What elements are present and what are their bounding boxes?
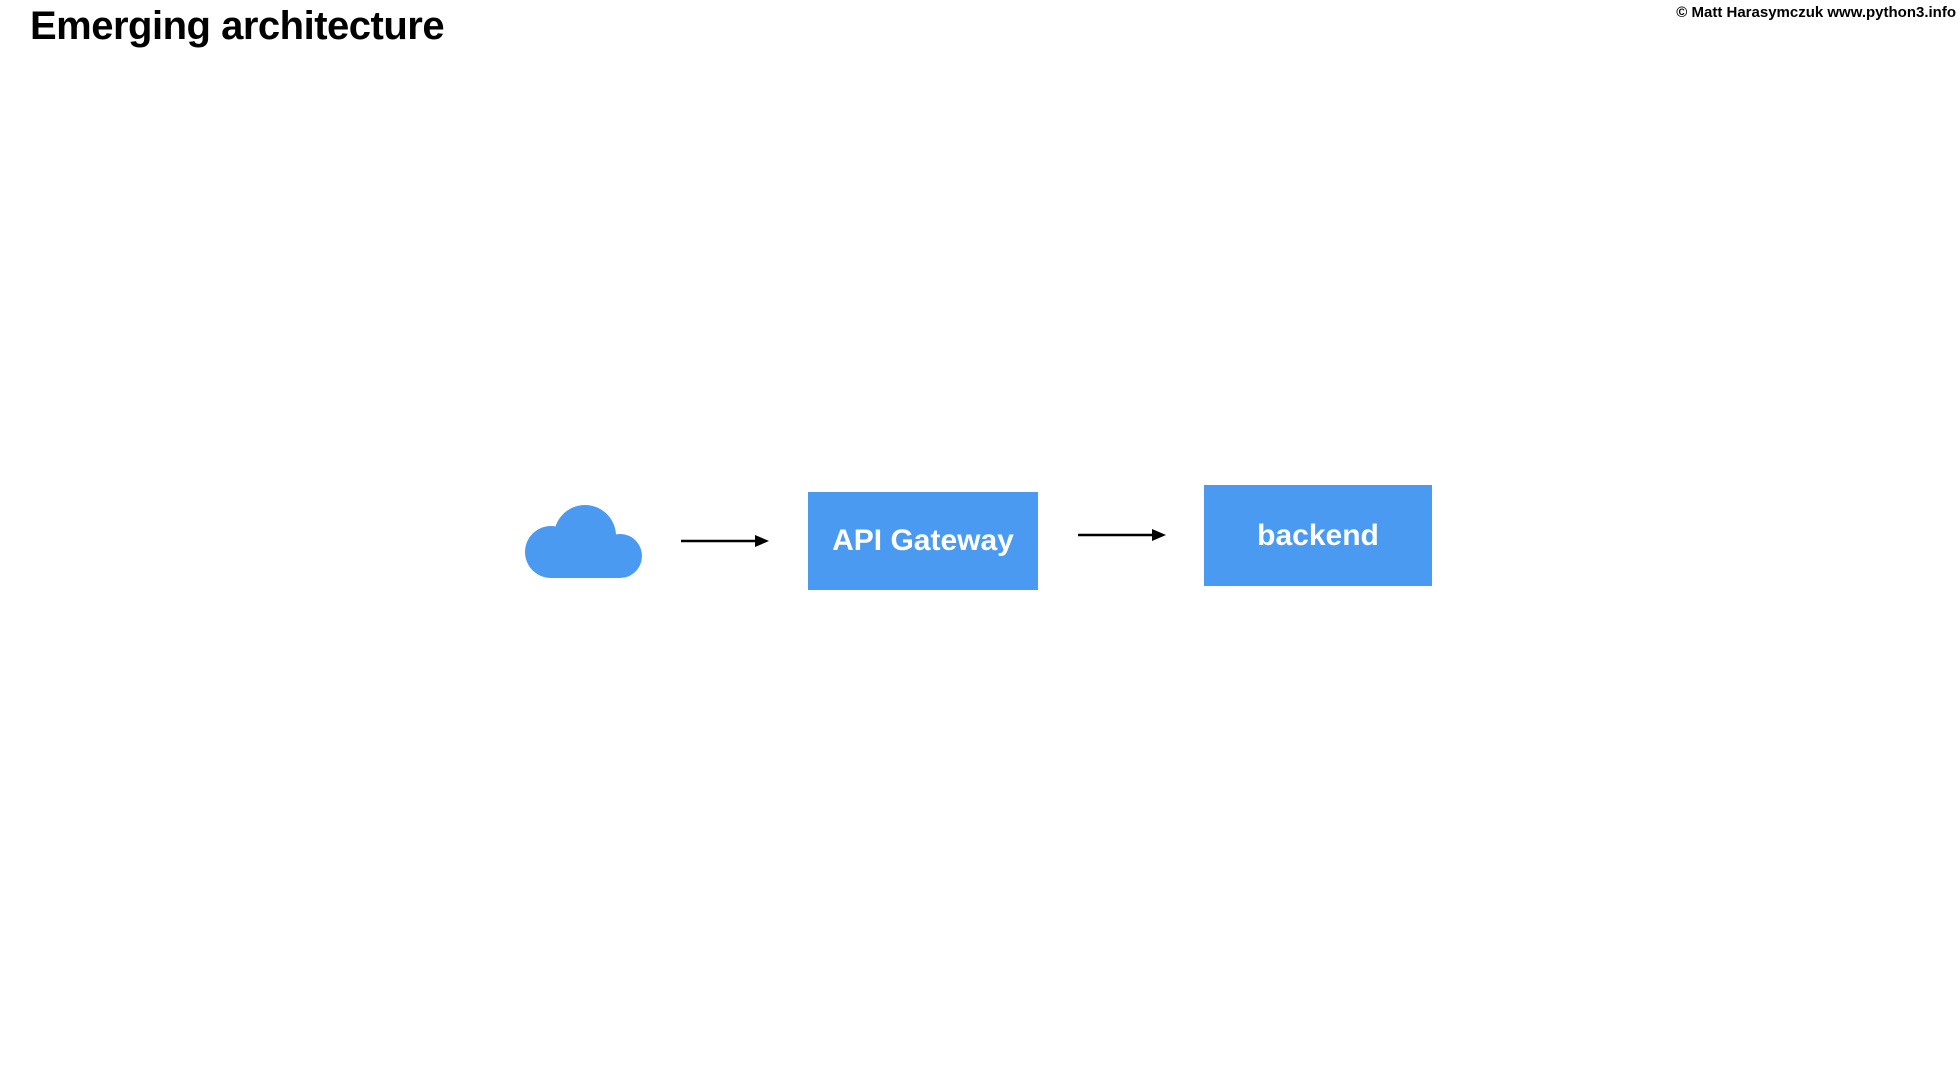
node-api-gateway: API Gateway [808,492,1038,590]
node-backend: backend [1204,485,1432,586]
node-api-gateway-label: API Gateway [832,524,1014,557]
node-backend-label: backend [1257,518,1379,552]
page-title: Emerging architecture [30,4,445,48]
arrow-right-icon [1078,528,1166,542]
cloud-icon [525,505,643,578]
copyright-text: © Matt Harasymczuk www.python3.info [1676,4,1956,21]
arrow-right-icon [681,534,769,548]
